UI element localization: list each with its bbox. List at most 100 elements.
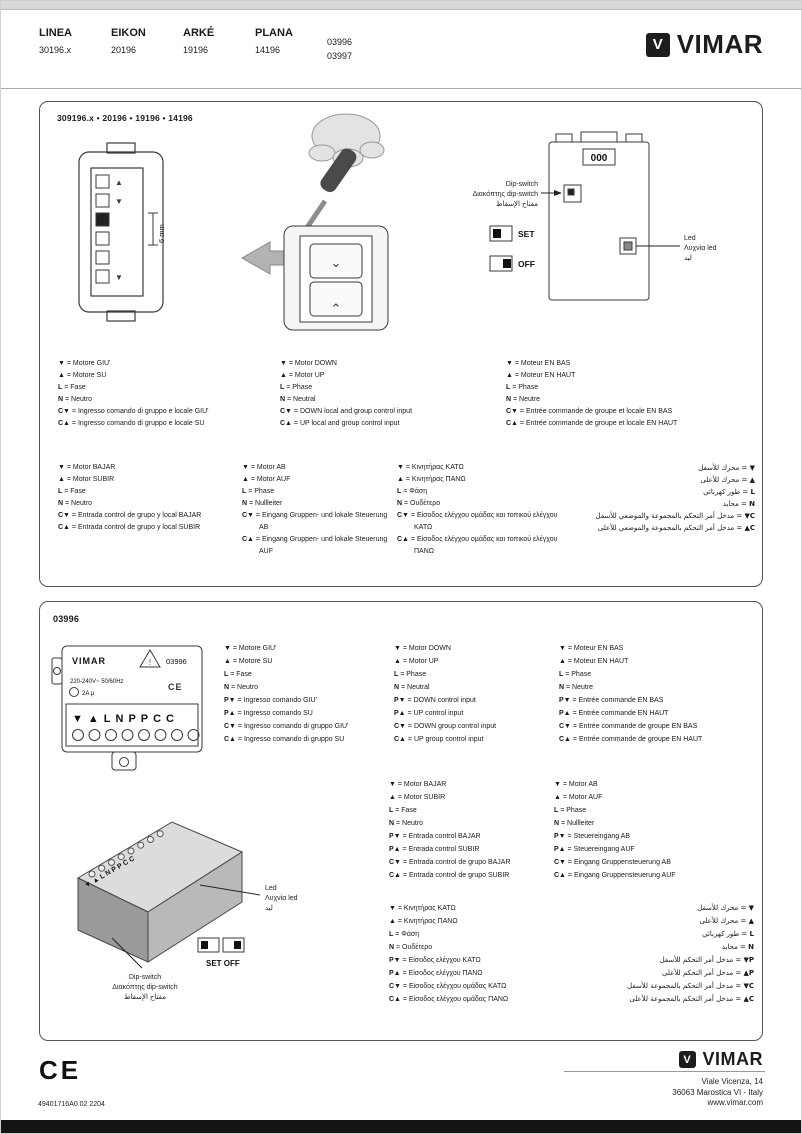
legend-line: N = Ουδέτερο — [397, 500, 441, 507]
device-brand: VIMAR — [72, 656, 106, 666]
code-03997: 03997 — [327, 51, 353, 61]
set-switch-icon — [489, 225, 513, 242]
dip-label-ar: مفتاح الإسقاط — [124, 994, 166, 1001]
product-code: 30196.x — [39, 45, 72, 55]
warning-triangle-icon — [139, 649, 161, 668]
legend-line: C▼ = مدخل أمر التحكم بالمجموعة للأسفل — [627, 982, 754, 990]
legend-line: L = Fase — [58, 384, 86, 391]
header-divider — [1, 88, 801, 89]
bottom-bar — [1, 1120, 801, 1133]
address-line-2: 36063 Marostica VI - Italy — [672, 1087, 763, 1097]
device-model: 03996 — [166, 657, 187, 666]
legend-line: ▼ = Κινητήρας ΚΑΤΩ — [397, 464, 464, 471]
vimar-logo-header: V VIMAR — [645, 29, 763, 60]
legend-line: C▼ = Ingresso comando di gruppo GIU' — [224, 723, 349, 730]
legend-line: P▼ = مدخل أمر التحكم للأسفل — [659, 956, 754, 964]
led-label: Led Λυχνία led ليد — [265, 885, 298, 912]
dip-label-el: Διακόπτης dip-switch — [112, 983, 178, 991]
legend-line: L = Φάση — [397, 488, 428, 495]
led-component — [619, 237, 637, 255]
dip-label-ar: مفتاح الإسقاط — [496, 201, 538, 208]
address-line-3: www.vimar.com — [707, 1098, 763, 1107]
legend-line: ▼ = Motor AB — [554, 781, 598, 788]
legend-line: L = Phase — [554, 807, 587, 814]
legend-line: P▲ = مدخل أمر التحكم للأعلى — [661, 969, 754, 977]
dip-label-en: Dip-switch — [129, 974, 161, 981]
product-plana: PLANA 14196 — [255, 27, 327, 63]
module-buttons — [95, 174, 110, 284]
svg-text:⌄: ⌄ — [331, 255, 342, 270]
legend-line: P▲ = Entrée commande EN HAUT — [559, 710, 669, 717]
device-current: 2A µ — [82, 691, 95, 697]
button-arrow-glyphs: ▲ ▼ ▼ — [115, 178, 123, 282]
svg-text:▲: ▲ — [115, 178, 123, 187]
device-ce-mark: CE — [168, 682, 183, 692]
legend-line: ▲ = محرك للأعلى — [700, 476, 755, 484]
legend-line: C▲ = UP local and group control input — [280, 420, 400, 427]
legend-line: C▼ = DOWN group control input — [394, 723, 497, 730]
back-view-diagram: 000 Dip-switch Διακόπτης dip-switch مفتا… — [473, 131, 717, 301]
warning-glyph: ! — [149, 658, 151, 667]
legend-line: C▼ = DOWN local and group control input — [280, 408, 413, 415]
legend-line: C▲ = Είσοδος ελέγχου ομάδας ΠΑΝΩ — [389, 996, 509, 1003]
legend-line: P▲ = Ingresso comando SU — [224, 710, 313, 717]
vimar-logo-footer: V VIMAR — [678, 1049, 764, 1070]
legend-line: ▼ = Motor DOWN — [394, 645, 451, 652]
legend-line: ▲ = Motor UP — [394, 658, 439, 665]
legend-line: L = Fase — [389, 807, 417, 814]
legend-line: N = Nullleiter — [242, 500, 283, 507]
legend-line: ▼ = محرك للأسفل — [697, 904, 754, 912]
dimension-marks — [148, 212, 158, 246]
device-outline — [51, 645, 203, 771]
legend-line: P▲ = UP control input — [394, 710, 464, 717]
product-eikon: EIKON 20196 — [111, 27, 183, 63]
dip-switch-label: Dip-switch Διακόπτης dip-switch مفتاح ال… — [112, 974, 178, 1001]
product-name: EIKON — [111, 27, 146, 39]
product-codes-extra: 03996 03997 — [327, 35, 352, 63]
legend-line: ▲ = Motor SUBIR — [58, 476, 115, 483]
legend-line: N = محايد — [721, 943, 754, 951]
off-switch-icon — [489, 255, 513, 272]
dip-label-en: Dip-switch — [506, 181, 538, 188]
legend-line: N = Neutral — [394, 684, 430, 691]
legend-line: L = طور كهربائي — [703, 488, 755, 496]
svg-text:⌃: ⌃ — [331, 301, 342, 316]
legend-line: C▼ = مدخل أمر التحكم بالمجموعة والموضعي … — [595, 512, 755, 520]
legend-line: C▼ = Είσοδος ελέγχου ομάδας ΚΑΤΩ — [389, 983, 507, 990]
dip-arrow — [541, 190, 562, 196]
legend-line: ▲ = Moteur EN HAUT — [559, 658, 629, 665]
legend-line: L = Phase — [506, 384, 539, 391]
ce-mark: CE — [39, 1055, 82, 1085]
legend-line: N = Neutral — [280, 396, 316, 403]
legend-line: C▲ = Entrée commande de groupe et locale… — [506, 420, 678, 427]
dimension-label: 6 mm — [157, 224, 166, 243]
legend-line: ▲ = Κινητήρας ΠΑΝΩ — [397, 476, 466, 483]
footer-divider — [564, 1071, 765, 1072]
micro-disconnect-icon — [69, 687, 79, 697]
section2-title: 03996 — [53, 614, 80, 624]
legend-line: C▲ = Ingresso comando di gruppo SU — [224, 736, 345, 743]
legend-line: L = Fase — [58, 488, 86, 495]
device-back-outline — [548, 131, 650, 301]
legend-line: L = Phase — [242, 488, 275, 495]
product-name: LINEA — [39, 27, 72, 39]
led-label-el: Λυχνία led — [265, 894, 298, 902]
legend-line: C▼ = Είσοδος ελέγχου ομάδας και τοπικού … — [397, 512, 558, 531]
document-code: 49401716A0 02 2204 — [38, 1101, 105, 1108]
led-label: Led Λυχνία led ليد — [684, 235, 717, 262]
legend-line: L = Phase — [559, 671, 592, 678]
legend-greek: ▼ = Κινητήρας ΚΑΤΩ ▲ = Κινητήρας ΠΑΝΩ L = … — [397, 462, 575, 558]
led-label-ar: ليد — [684, 255, 692, 262]
legend-line: C▲ = Entrada control de grupo y local SU… — [58, 524, 201, 531]
legend-line: C▲ = Ingresso comando di gruppo e locale… — [58, 420, 205, 427]
